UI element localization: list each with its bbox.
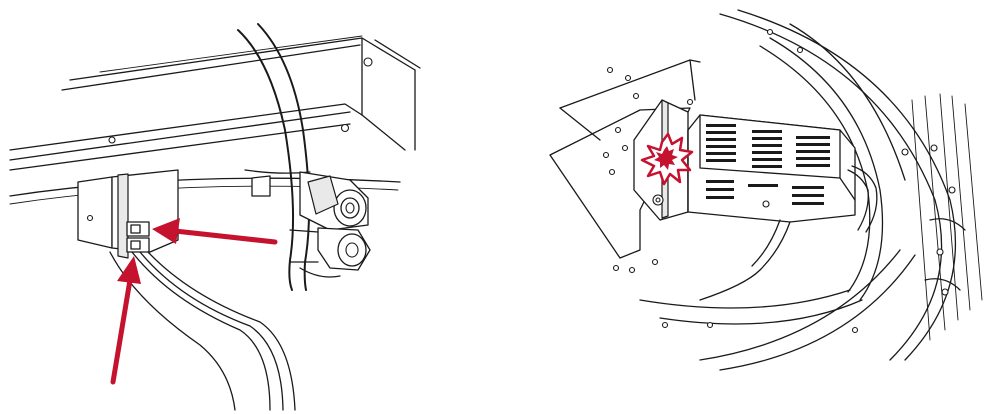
bolt-icon [796, 46, 804, 54]
bolt-icon [608, 168, 616, 176]
top-frame-beam [9, 35, 421, 171]
right-panel-heater-view [549, 9, 983, 371]
bolt-icon [363, 57, 373, 67]
arrow-vertical-icon [110, 256, 141, 385]
bolt-icon [651, 258, 659, 266]
valve-fitting [251, 171, 371, 278]
bolt-icon [766, 28, 774, 36]
bolt-icon [930, 144, 938, 152]
bolt-icon [901, 148, 909, 156]
vertical-hose [237, 23, 311, 291]
heater-module [687, 114, 856, 223]
left-panel-connector-view [9, 23, 421, 411]
bolt-icon [340, 123, 350, 133]
bolt-icon [948, 186, 956, 194]
vent-slots [706, 124, 830, 205]
bolt-icon [706, 321, 714, 329]
heater-cable [699, 165, 878, 301]
bolt-icon [851, 326, 859, 334]
outer-rings [639, 9, 983, 371]
hazard-burst-icon [640, 132, 694, 186]
bolt-icon [661, 321, 669, 329]
bolt-icon [606, 66, 614, 74]
bolt-icon [624, 74, 632, 82]
bolt-icon [614, 126, 622, 134]
bolt-icon [628, 266, 636, 274]
bolt-icon [108, 136, 116, 144]
bolt-icon [941, 288, 949, 296]
bolt-icon [621, 144, 629, 152]
screw-icon [762, 200, 770, 208]
bolt-icon [632, 92, 640, 100]
bolt-icon [602, 151, 610, 159]
bolt-icon [686, 98, 694, 106]
arrow-horizontal-icon [152, 218, 278, 245]
connector-block [126, 221, 150, 253]
callout-arrows [110, 218, 278, 385]
bolt-icon [612, 264, 620, 272]
screw-icon [86, 214, 94, 222]
bolt-icon [936, 248, 944, 256]
